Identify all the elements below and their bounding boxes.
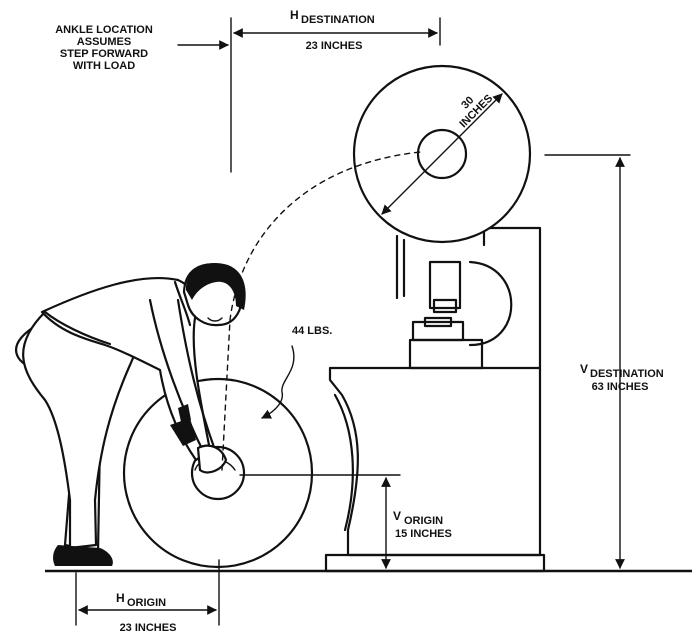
ankle-note-line-2: ASSUMES [77, 36, 131, 48]
h-origin-subscript: ORIGIN [127, 597, 166, 609]
v-destination-subscript: DESTINATION [590, 368, 664, 380]
press-ram [428, 260, 462, 310]
h-origin-letter: H [116, 591, 125, 605]
h-destination-dimension [230, 17, 441, 173]
h-origin-dimension [75, 559, 220, 626]
ankle-note: ANKLE LOCATION ASSUMES STEP FORWARD WITH… [55, 24, 153, 72]
h-destination-value: 23 INCHES [306, 40, 363, 52]
h-destination-subscript: DESTINATION [301, 14, 375, 26]
machine-body [328, 366, 542, 557]
v-destination-letter: V [580, 362, 588, 376]
h-origin-value: 23 INCHES [120, 622, 177, 634]
machine-column [482, 226, 542, 370]
v-origin-letter: V [393, 509, 401, 523]
lift-path [221, 151, 421, 471]
h-destination-label: H DESTINATION 23 INCHES [290, 8, 375, 52]
weight-pointer [261, 345, 295, 419]
h-destination-letter: H [290, 8, 299, 22]
v-destination-value: 63 INCHES [592, 381, 649, 393]
origin-disk [122, 377, 314, 569]
destination-disk [352, 64, 532, 244]
ankle-note-line-3: STEP FORWARD [60, 48, 148, 60]
ankle-note-line-4: WITH LOAD [73, 60, 135, 72]
machine-base [324, 553, 546, 573]
press-machine [324, 226, 546, 573]
weight-label: 44 LBS. [292, 325, 332, 337]
press-die [411, 320, 465, 342]
ankle-note-line-1: ANKLE LOCATION [55, 24, 153, 36]
v-origin-subscript: ORIGIN [404, 515, 443, 527]
v-origin-value: 15 INCHES [395, 528, 452, 540]
v-origin-dimension [239, 474, 401, 569]
shoe-icon [53, 545, 113, 566]
v-destination-label: V DESTINATION 63 INCHES [580, 362, 664, 393]
v-destination-dimension [544, 154, 631, 569]
v-origin-label: V ORIGIN 15 INCHES [393, 509, 452, 540]
h-origin-label: H ORIGIN 23 INCHES [116, 591, 176, 634]
worker-figure [14, 262, 246, 566]
